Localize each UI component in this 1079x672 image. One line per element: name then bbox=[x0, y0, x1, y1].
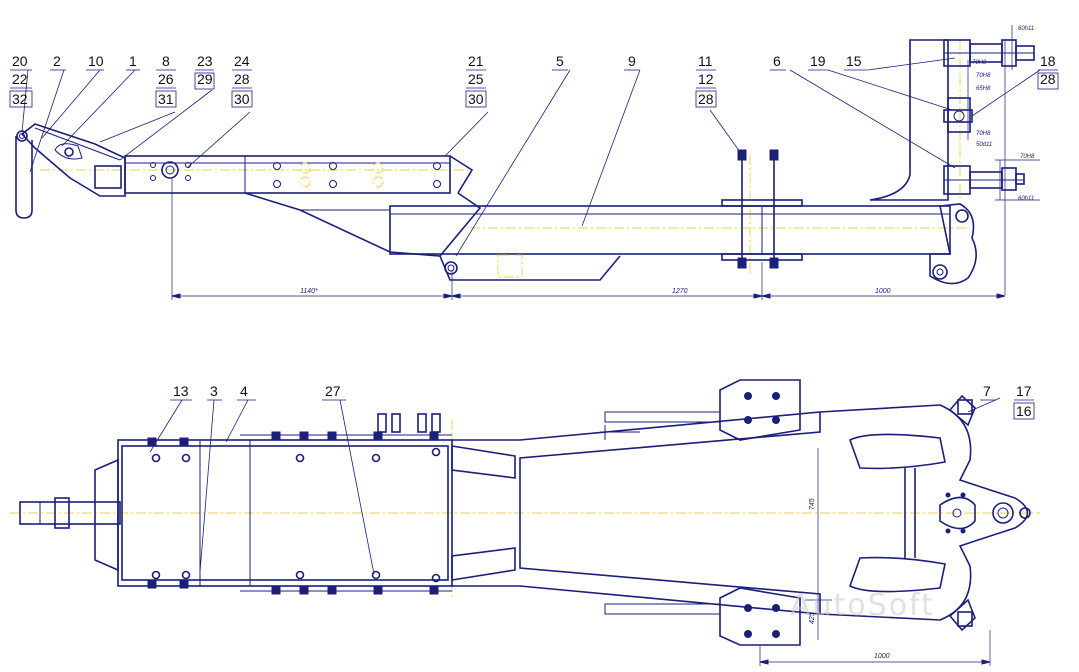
fit-label: 70H8 bbox=[976, 73, 991, 79]
fit-label: 70H8 bbox=[976, 131, 991, 137]
callout-6: 6 bbox=[773, 53, 781, 69]
callout-21: 21 bbox=[468, 53, 484, 69]
callout-11: 11 bbox=[698, 53, 713, 69]
callout-26: 26 bbox=[158, 71, 174, 87]
callout-20: 20 bbox=[12, 53, 28, 69]
fit-label: 70H8 bbox=[972, 60, 987, 66]
callout-13: 13 bbox=[173, 383, 189, 399]
fit-label: 70H8 bbox=[1020, 154, 1035, 160]
callout-7: 7 bbox=[983, 383, 991, 399]
fit-label: 60h11 bbox=[1018, 196, 1034, 202]
callout-2: 2 bbox=[53, 53, 61, 69]
dim-745: 745 bbox=[809, 498, 816, 510]
callout-15: 15 bbox=[846, 53, 862, 69]
callout-28b: 28 bbox=[698, 91, 714, 107]
callout-29: 29 bbox=[197, 71, 213, 87]
callout-30b: 30 bbox=[468, 91, 484, 107]
callout-4: 4 bbox=[240, 383, 248, 399]
callout-32: 32 bbox=[12, 91, 28, 107]
callout-24: 24 bbox=[234, 53, 250, 69]
callout-18: 18 bbox=[1040, 53, 1056, 69]
dim-1000-bottom: 1000 bbox=[874, 653, 890, 660]
watermark: AutoSoft bbox=[790, 588, 935, 623]
callout-1: 1 bbox=[129, 53, 137, 69]
fit-label: 50d11 bbox=[976, 142, 992, 148]
callout-27: 27 bbox=[325, 383, 341, 399]
side-view: 1140* 1270 1000 60h11 70H8 70H8 65H8 70H… bbox=[9, 25, 1059, 300]
callout-28: 28 bbox=[234, 71, 250, 87]
callout-10: 10 bbox=[88, 53, 104, 69]
callout-30: 30 bbox=[234, 91, 250, 107]
callout-16: 16 bbox=[1016, 403, 1032, 419]
callout-9: 9 bbox=[628, 53, 636, 69]
callout-17: 17 bbox=[1016, 383, 1032, 399]
callout-22: 22 bbox=[12, 71, 28, 87]
callout-31: 31 bbox=[158, 91, 174, 107]
callout-12: 12 bbox=[698, 71, 714, 87]
callout-5: 5 bbox=[556, 53, 564, 69]
dim-1140: 1140* bbox=[300, 288, 318, 295]
callout-19: 19 bbox=[810, 53, 826, 69]
fit-label: 60h11 bbox=[1018, 26, 1034, 32]
dim-1270: 1270 bbox=[672, 288, 688, 295]
dim-425: 425 bbox=[809, 612, 816, 624]
plan-view: 745 425 1000 13 3 4 27 7 17 16 bbox=[10, 379, 1040, 666]
dim-1000-top: 1000 bbox=[875, 288, 891, 295]
fit-label: 65H8 bbox=[976, 86, 991, 92]
callout-3: 3 bbox=[210, 383, 218, 399]
callout-8: 8 bbox=[162, 53, 170, 69]
callout-25: 25 bbox=[468, 71, 484, 87]
callout-23: 23 bbox=[197, 53, 213, 69]
callout-28c: 28 bbox=[1040, 71, 1056, 87]
